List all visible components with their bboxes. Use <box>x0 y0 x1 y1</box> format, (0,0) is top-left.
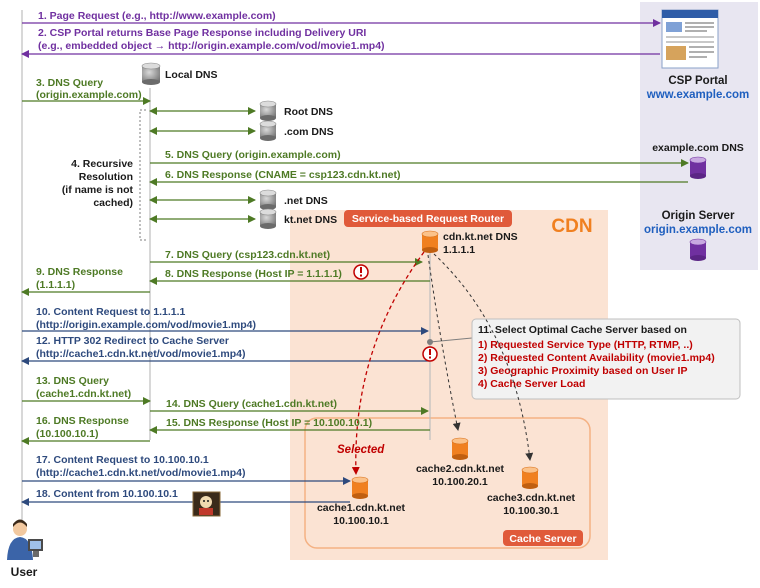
step-10-label-line2: (http://origin.example.com/vod/movie1.mp… <box>36 319 256 331</box>
root-dns-database-icon <box>259 100 277 121</box>
callout-title: 11. Select Optimal Cache Server based on <box>478 324 687 336</box>
step-8-label: 8. DNS Response (Host IP = 1.1.1.1) <box>165 268 342 280</box>
step-12-label-line2: (http://cache1.cdn.kt.net/vod/movie1.mp4… <box>36 348 245 360</box>
cache-server-group <box>304 417 591 549</box>
cache-server-badge <box>503 530 583 546</box>
web-page-icon <box>661 9 719 69</box>
cache-server-badge-text: Cache Server <box>509 533 576 545</box>
step-3-label-line1: 3. DNS Query <box>36 77 103 89</box>
cache1-name: cache1.cdn.kt.net <box>317 502 406 514</box>
example-dns-database-icon <box>689 156 707 179</box>
cache2-name: cache2.cdn.kt.net <box>416 463 505 475</box>
local-dns-database-icon <box>141 62 161 85</box>
movie-thumbnail-icon <box>192 491 221 517</box>
callout-item-2: 2) Requested Content Availability (movie… <box>478 352 715 364</box>
selection-criteria-callout <box>471 318 741 400</box>
cdn-dns-database-icon <box>421 230 439 253</box>
user-label: User <box>11 565 38 579</box>
step-16-label-line1: 16. DNS Response <box>36 415 129 427</box>
request-router-badge <box>344 210 512 227</box>
step-3-label-line2: (origin.example.com) <box>36 89 142 101</box>
cache2-ip: 10.100.20.1 <box>432 476 488 488</box>
step-17-label-line1: 17. Content Request to 10.100.10.1 <box>36 454 209 466</box>
origin-server-url: origin.example.com <box>644 224 752 236</box>
com-dns-label: .com DNS <box>284 126 334 138</box>
step-4-label-line3: (if name is not <box>62 184 134 196</box>
request-router-badge-text: Service-based Request Router <box>352 213 504 225</box>
step-9-label-line1: 9. DNS Response <box>36 266 123 278</box>
step-2-label-line2: (e.g., embedded object → http://origin.e… <box>38 40 385 52</box>
cache1-ip: 10.100.10.1 <box>333 515 389 527</box>
selected-label: Selected <box>337 444 385 456</box>
step-2-label-line1: 2. CSP Portal returns Base Page Response… <box>38 27 366 39</box>
step-7-label: 7. DNS Query (csp123.cdn.kt.net) <box>165 249 330 261</box>
step-17-label-line2: (http://cache1.cdn.kt.net/vod/movie1.mp4… <box>36 467 245 479</box>
cdn-title: CDN <box>551 216 592 237</box>
ktnet-dns-label: kt.net DNS <box>284 214 337 226</box>
cache2-database-icon <box>451 437 469 460</box>
step-12-label-line1: 12. HTTP 302 Redirect to Cache Server <box>36 335 229 347</box>
step-13-label-line2: (cache1.cdn.kt.net) <box>36 388 131 400</box>
cache1-database-icon <box>351 476 369 499</box>
csp-portal-title: CSP Portal <box>668 75 727 87</box>
step-16-label-line2: (10.100.10.1) <box>36 428 98 440</box>
step-13-label-line1: 13. DNS Query <box>36 375 109 387</box>
local-dns-label: Local DNS <box>165 69 218 81</box>
step-9-label-line2: (1.1.1.1) <box>36 279 75 291</box>
com-dns-database-icon <box>259 120 277 141</box>
callout-item-1: 1) Requested Service Type (HTTP, RTMP, .… <box>478 339 693 351</box>
user-icon <box>7 519 43 560</box>
cdn-dns-ip: 1.1.1.1 <box>443 244 475 256</box>
csp-portal-url: www.example.com <box>646 89 749 101</box>
select-cache1-arrow <box>351 251 425 475</box>
net-dns-database-icon <box>259 189 277 210</box>
root-dns-label: Root DNS <box>284 106 333 118</box>
cache3-ip: 10.100.30.1 <box>503 505 559 517</box>
cdn-dns-name: cdn.kt.net DNS <box>443 231 518 243</box>
step-10-label-line1: 10. Content Request to 1.1.1.1 <box>36 306 186 318</box>
step-5-label: 5. DNS Query (origin.example.com) <box>165 149 341 161</box>
net-dns-label: .net DNS <box>284 195 328 207</box>
consider-cache3-arrow <box>433 253 534 461</box>
cache3-name: cache3.cdn.kt.net <box>487 492 576 504</box>
step-6-label: 6. DNS Response (CNAME = csp123.cdn.kt.n… <box>165 169 400 181</box>
callout-item-3: 3) Geographic Proximity based on User IP <box>478 365 687 377</box>
step-4-label-line1: 4. Recursive <box>71 158 133 170</box>
step-4-label-line4: cached) <box>93 197 133 209</box>
recursive-bracket <box>139 109 146 241</box>
consider-cache2-arrow <box>427 254 461 431</box>
step-12-alert-icon <box>422 346 438 362</box>
example-dns-label: example.com DNS <box>652 142 744 154</box>
step-8-alert-icon <box>353 264 369 280</box>
step-14-label: 14. DNS Query (cache1.cdn.kt.net) <box>166 398 337 410</box>
step-1-label: 1. Page Request (e.g., http://www.exampl… <box>38 10 276 22</box>
cache3-database-icon <box>521 466 539 489</box>
callout-anchor-dot <box>427 339 433 345</box>
callout-item-4: 4) Cache Server Load <box>478 378 585 390</box>
ktnet-dns-database-icon <box>259 208 277 229</box>
step-4-label-line2: Resolution <box>79 171 133 183</box>
origin-server-title: Origin Server <box>662 210 735 222</box>
step-15-label: 15. DNS Response (Host IP = 10.100.10.1) <box>166 417 372 429</box>
origin-server-database-icon <box>689 238 707 261</box>
step-18-label: 18. Content from 10.100.10.1 <box>36 488 178 500</box>
callout-connector <box>429 337 473 343</box>
